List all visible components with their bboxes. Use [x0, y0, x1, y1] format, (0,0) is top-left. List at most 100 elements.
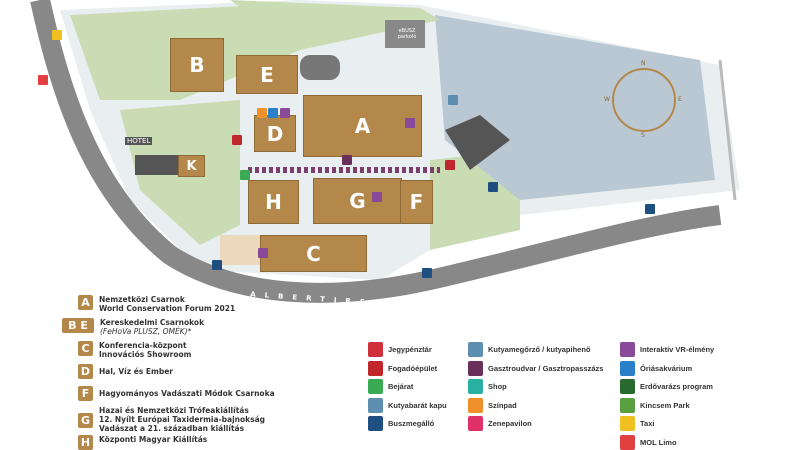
- legend-hall-d: D Hal, Víz és Ember: [78, 364, 173, 379]
- hall-letter: G: [78, 413, 93, 428]
- legend-label: Kincsem Park: [640, 400, 690, 410]
- building-g[interactable]: G: [313, 178, 402, 224]
- paw-icon: [368, 397, 383, 413]
- legend-label: Zenepavilon: [488, 419, 532, 428]
- legend-hall-f: F Hagyományos Vadászati Módok Csarnoka: [78, 386, 275, 401]
- hall-letter: F: [78, 386, 93, 401]
- entrance-icon: [368, 379, 383, 394]
- green-area: [230, 0, 440, 50]
- legend-label: Shop: [488, 382, 507, 391]
- legend-label: Óriásakvárium: [640, 363, 693, 373]
- reception-building-icon: [368, 360, 383, 376]
- hall-letter: D: [78, 364, 93, 379]
- legend-label: Buszmegálló: [388, 419, 435, 428]
- hall-letter: B E: [62, 318, 94, 333]
- stage-icon: [468, 397, 483, 413]
- legend-item: Kutyabarát kapu: [368, 397, 447, 413]
- taxi-icon[interactable]: [52, 30, 62, 40]
- aquarium-icon[interactable]: [268, 108, 278, 118]
- legend-item: Színpad: [468, 397, 517, 413]
- legend-item: Bejárat: [368, 379, 413, 394]
- side-path: [718, 59, 737, 201]
- legend-item: Shop: [468, 379, 507, 394]
- legend-label: MOL Limo: [640, 437, 677, 447]
- legend-label: Kutyabarát kapu: [388, 400, 447, 410]
- horse-icon: [620, 397, 635, 413]
- dog-house-icon: [468, 342, 483, 357]
- legend-label: Erdővarázs program: [640, 382, 713, 391]
- albertirsai-road: [30, 0, 722, 303]
- parking-structure: [300, 55, 340, 80]
- bus-parking: [385, 20, 425, 48]
- legend-line: World Conservation Forum 2021: [99, 304, 236, 313]
- lake-area: [435, 15, 715, 200]
- legend-item: Gasztroudvar / Gasztropasszázs: [468, 360, 604, 376]
- legend-line: 12. Nyílt Európai Taxidermia-bajnokság: [99, 415, 266, 424]
- legend-label: Kutyamegőrző / kutyapihenő: [488, 345, 591, 354]
- legend-line: Vadászat a 21. században kiállítás: [99, 424, 245, 433]
- legend-label: Jegypénztár: [388, 345, 432, 354]
- legend-line: Kereskedelmi Csarnokok: [100, 318, 205, 327]
- hotel-label: HOTEL: [125, 137, 153, 145]
- legend-item: Taxi: [620, 416, 654, 431]
- forest-icon: [620, 379, 635, 394]
- car-icon[interactable]: [38, 75, 48, 85]
- legend-item: Erdővarázs program: [620, 379, 713, 394]
- legend-line: (FeHoVa PLUSZ, OMÉK)*: [100, 327, 192, 336]
- legend-label: Színpad: [488, 400, 517, 410]
- legend-line: Hagyományos Vadászati Módok Csarnoka: [99, 389, 275, 398]
- parking-label: eBUSZ parkoló: [397, 28, 417, 40]
- food-icon[interactable]: [342, 155, 352, 165]
- legend-label: Interaktív VR-élmény: [640, 345, 715, 354]
- legend-label: Fogadóépület: [388, 363, 438, 373]
- legend-line: Központi Magyar Kiállítás: [99, 435, 208, 444]
- hall-letter: A: [78, 295, 93, 310]
- stage-icon[interactable]: [257, 108, 267, 118]
- legend-line: Hal, Víz és Ember: [99, 367, 173, 376]
- bus-icon[interactable]: [645, 204, 655, 214]
- bus-icon[interactable]: [422, 268, 432, 278]
- vr-icon[interactable]: [405, 118, 415, 128]
- building-e[interactable]: E: [236, 55, 298, 94]
- bus-icon: [368, 416, 383, 431]
- taxi-icon: [620, 416, 635, 431]
- building-d[interactable]: D: [254, 115, 296, 152]
- compass-s: S: [641, 132, 645, 139]
- compass-n: N: [641, 60, 646, 67]
- vr-icon[interactable]: [280, 108, 290, 118]
- legend-item: Fogadóépület: [368, 360, 438, 376]
- building-k[interactable]: K: [178, 155, 205, 177]
- legend-line: Hazai és Nemzetközi Trófeakiállítás: [99, 406, 249, 415]
- hall-letter: H: [78, 435, 93, 450]
- vr-icon: [620, 342, 635, 357]
- entrance-icon[interactable]: [240, 170, 250, 180]
- food-icon: [468, 360, 483, 376]
- reception-building-icon[interactable]: [445, 160, 455, 170]
- legend-item: Interaktív VR-élmény: [620, 342, 714, 357]
- building-b[interactable]: B: [170, 38, 224, 92]
- reception-building-icon[interactable]: [232, 135, 242, 145]
- vr-icon[interactable]: [372, 192, 382, 202]
- legend-item: MOL Limo: [620, 434, 677, 450]
- building-a[interactable]: A: [303, 95, 422, 157]
- compass-w: W: [604, 96, 610, 103]
- legend-hall-h: H Központi Magyar Kiállítás: [78, 435, 207, 450]
- legend-label: Gasztroudvar / Gasztropasszázs: [488, 363, 604, 373]
- building-h[interactable]: H: [248, 180, 299, 224]
- building-c[interactable]: C: [260, 235, 367, 272]
- legend-item: Jegypénztár: [368, 342, 432, 357]
- legend-label: Bejárat: [388, 382, 414, 391]
- dog-house-icon[interactable]: [448, 95, 458, 105]
- legend-hall-be: B E Kereskedelmi Csarnokok(FeHoVa PLUSZ, …: [62, 318, 204, 336]
- bus-icon[interactable]: [212, 260, 222, 270]
- compass: N E S W: [604, 60, 682, 139]
- car-icon: [620, 434, 635, 450]
- ticket-icon: [368, 342, 383, 357]
- legend-item: Kincsem Park: [620, 397, 690, 413]
- bus-icon[interactable]: [488, 182, 498, 192]
- building-f[interactable]: F: [400, 180, 433, 224]
- vr-icon[interactable]: [258, 248, 268, 258]
